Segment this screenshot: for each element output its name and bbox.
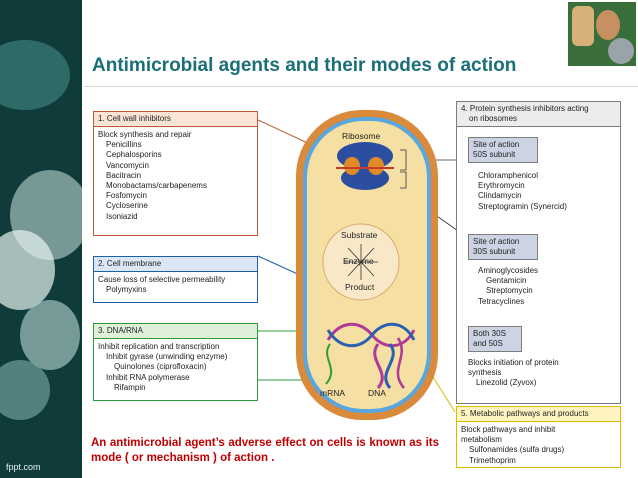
corner-decorative-image [568,2,636,66]
panel-metabolic-header: 5. Metabolic pathways and products [457,407,620,422]
both-30s-50s-box: Both 30S and 50S [468,326,522,352]
site-30s-line1: Site of action [473,237,520,246]
mrna-label: mRNA [320,388,345,398]
panel-protein-header-line1: 4. Protein synthesis inhibitors acting [461,104,589,113]
dna-helix-icon [326,322,416,389]
membrane-action: Cause loss of selective permeability [98,275,226,284]
both-text1: Blocks initiation of protein [468,358,559,367]
mrna-strand-icon [325,343,333,385]
ribosome-icon [336,142,394,190]
ribosome-label: Ribosome [342,131,381,141]
both-line2: and 50S [473,339,503,348]
drug-item: Vancomycin [106,160,149,170]
panel-dna-rna: 3. DNA/RNA Inhibit replication and trans… [93,323,258,401]
substrate-label: Substrate [341,230,378,240]
drug-item: Sulfonamides (sulfa drugs) [469,445,565,455]
sidebar-decoration [0,0,82,478]
both-text2: synthesis [468,368,502,378]
dna-rna-polymerase: Inhibit RNA polymerase [106,372,190,382]
panel-cell-wall-header: 1. Cell wall inhibitors [94,112,257,127]
footer-brand: fppt.com [6,462,41,472]
panel-protein-header-line2: on ribosomes [469,114,518,123]
panel-cell-wall-inhibitors: 1. Cell wall inhibitors Block synthesis … [93,111,258,236]
drug-item: Linezolid (Zyvox) [476,378,537,388]
drug-item: Isoniazid [106,211,138,221]
panel-cell-membrane-header: 2. Cell membrane [94,257,257,272]
drugs-30s-list: Aminoglycosides Gentamicin Streptomycin … [478,266,538,307]
drug-item: Clindamycin [478,191,522,201]
drug-item: Monobactams/carbapenems [106,181,207,191]
drug-item: Streptogramin (Synercid) [478,201,567,211]
dna-label: DNA [368,388,386,398]
drug-item: Erythromycin [478,181,525,191]
drug-item: Cephalosporins [106,150,162,160]
site-50s-line1: Site of action [473,140,520,149]
product-label: Product [345,282,375,292]
drug-item: Streptomycin [486,286,533,296]
drug-item: Cycloserine [106,201,148,211]
title-divider [84,86,638,87]
site-30s-box: Site of action 30S subunit [468,234,538,260]
dna-rna-gyrase: Inhibit gyrase (unwinding enzyme) [106,352,228,362]
drug-item: Rifampin [114,382,146,392]
both-line1: Both 30S [473,329,506,338]
drug-item: Trimethoprim [469,455,516,465]
both-description: Blocks initiation of protein synthesis L… [468,358,559,389]
metabolic-action1: Block pathways and inhibit [461,425,556,434]
enzyme-label: Enzyme [343,256,374,266]
panel-cell-membrane: 2. Cell membrane Cause loss of selective… [93,256,258,303]
drug-item: Chloramphenicol [478,171,539,180]
panel-dna-rna-header: 3. DNA/RNA [94,324,257,339]
drug-item: Penicillins [106,140,142,150]
dna-rna-action: Inhibit replication and transcription [98,342,220,351]
drug-item: Fosfomycin [106,191,147,201]
drug-item: Bacitracin [106,170,142,180]
drug-item: Tetracyclines [478,296,525,306]
site-50s-box: Site of action 50S subunit [468,137,538,163]
drug-item: Aminoglycosides [478,266,539,275]
drug-item: Gentamicin [486,276,527,286]
panel-metabolic-pathways: 5. Metabolic pathways and products Block… [456,406,621,468]
drug-item: Quinolones (ciprofloxacin) [114,362,207,372]
metabolic-action2: metabolism [461,435,502,445]
mode-of-action-note: An antimicrobial agent’s adverse effect … [91,437,439,464]
cell-wall-action: Block synthesis and repair [98,130,192,139]
site-50s-line2: 50S subunit [473,150,516,159]
panel-protein-header: 4. Protein synthesis inhibitors acting o… [457,102,620,127]
slide-title: Antimicrobial agents and their modes of … [92,55,517,76]
drugs-50s-list: Chloramphenicol Erythromycin Clindamycin… [478,171,567,212]
site-30s-line2: 30S subunit [473,247,516,256]
drug-item: Polymyxins [106,285,147,295]
